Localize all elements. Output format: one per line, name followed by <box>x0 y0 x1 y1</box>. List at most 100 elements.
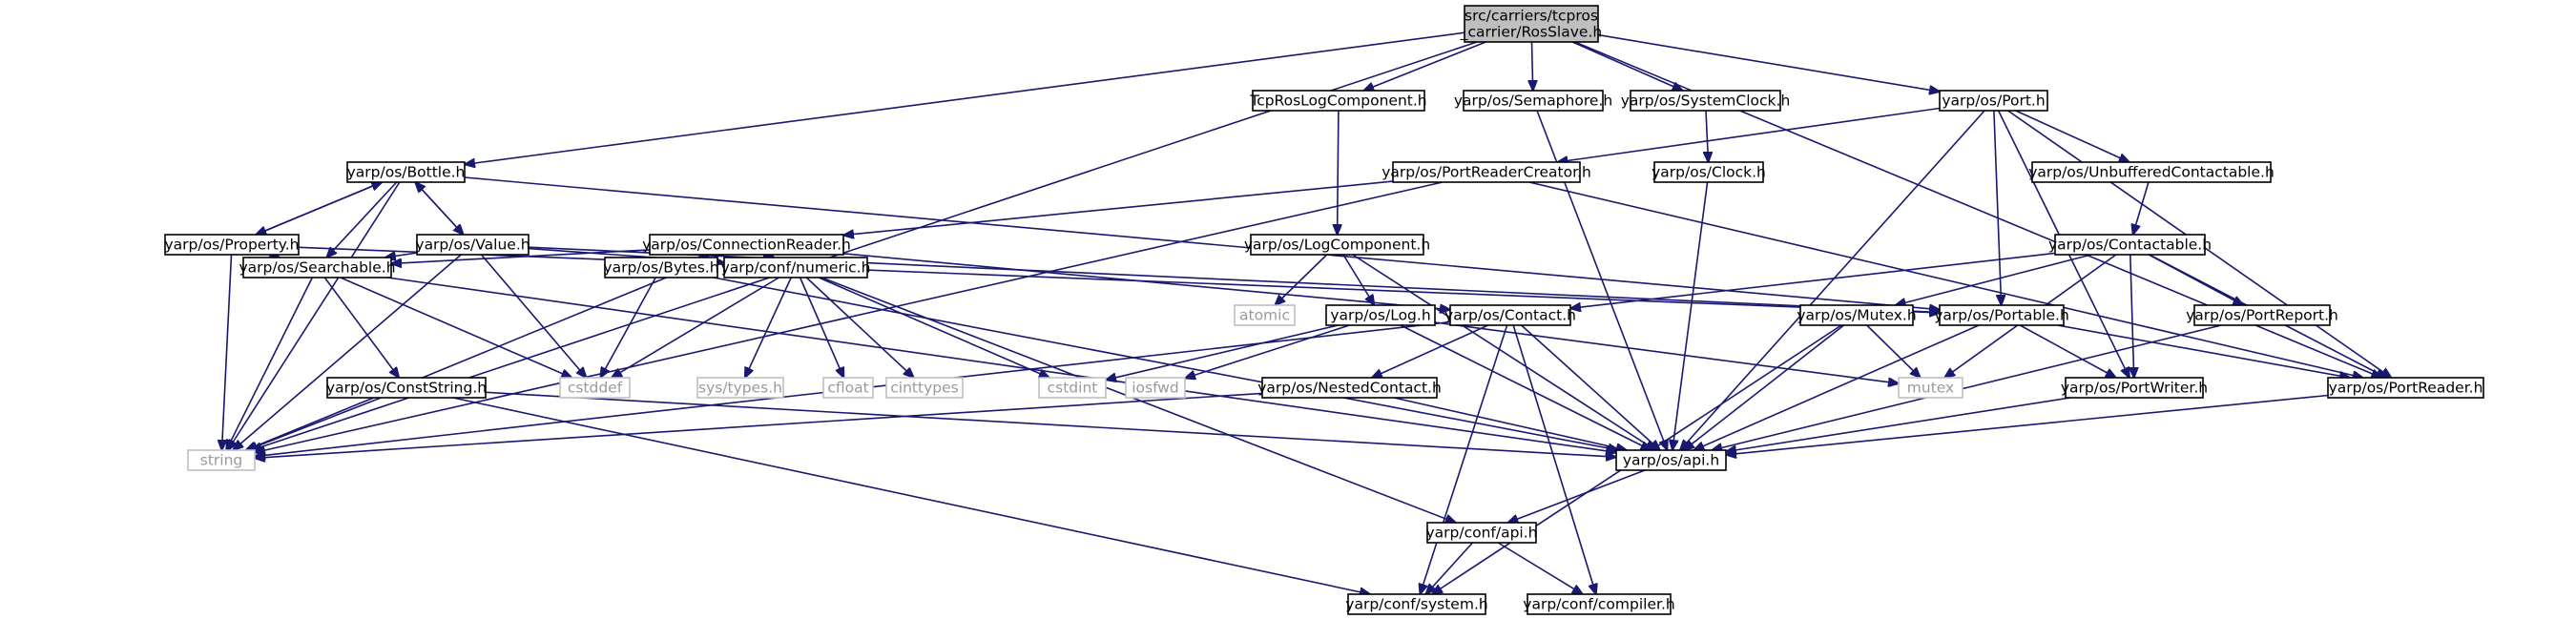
edge-numeric-to-cfloat <box>799 277 844 378</box>
node-box-connreader <box>649 234 844 256</box>
edge-numeric-to-confapi <box>821 277 1456 523</box>
node-osapi[interactable]: yarp/os/api.h <box>1615 449 1727 471</box>
node-semaphore[interactable]: yarp/os/Semaphore.h <box>1454 90 1612 112</box>
edge-contact-to-system <box>1420 324 1508 594</box>
node-property[interactable]: yarp/os/Property.h <box>164 234 300 256</box>
node-label-logcomponent-0: yarp/os/LogComponent.h <box>1244 237 1430 254</box>
node-label-system-0: yarp/conf/system.h <box>1345 596 1487 613</box>
node-sysclock[interactable]: yarp/os/SystemClock.h <box>1621 90 1791 112</box>
node-bytes[interactable]: yarp/os/Bytes.h <box>603 257 719 279</box>
node-label-systypes-0: sys/types.h <box>698 380 782 397</box>
edge-confapi-to-system <box>1426 542 1474 594</box>
edge-portreadercreator-to-portreader <box>1528 181 2363 378</box>
edge-portable-to-portreader <box>2057 324 2351 378</box>
edge-bottle-to-string <box>228 181 401 450</box>
edge-port-to-portable <box>1993 110 2002 305</box>
node-box-property <box>164 234 300 256</box>
node-label-root-0: src/carriers/tcpros <box>1465 8 1598 25</box>
edge-nestedcontact-to-osapi <box>1393 397 1627 450</box>
edge-numeric-to-cstdint <box>818 277 1049 378</box>
node-conststring[interactable]: yarp/os/ConstString.h <box>326 377 487 399</box>
node-contactable[interactable]: yarp/os/Contactable.h <box>2048 234 2212 256</box>
node-searchable[interactable]: yarp/os/Searchable.h <box>239 257 396 279</box>
node-cinttypes: cinttypes <box>885 377 964 399</box>
node-box-systypes <box>696 377 784 399</box>
node-port[interactable]: yarp/os/Port.h <box>1939 90 2048 112</box>
node-label-atomic-0: atomic <box>1239 307 1290 324</box>
node-compiler[interactable]: yarp/conf/compiler.h <box>1523 593 1675 615</box>
edge-contact-to-osapi <box>1521 324 1660 450</box>
node-root[interactable]: src/carriers/tcpros_carrier/RosSlave.h <box>1460 5 1602 43</box>
node-portreader[interactable]: yarp/os/PortReader.h <box>2327 377 2484 399</box>
edge-conststring-to-string <box>247 397 382 450</box>
node-label-property-0: yarp/os/Property.h <box>164 237 299 254</box>
node-label-cstdint-0: cstdint <box>1048 380 1098 397</box>
node-log[interactable]: yarp/os/Log.h <box>1325 304 1436 326</box>
node-confapi[interactable]: yarp/conf/api.h <box>1425 522 1538 544</box>
edge-property-to-bottle <box>255 182 382 236</box>
edge-port-to-unbuffered <box>2015 110 2129 162</box>
node-box-searchable <box>242 257 392 279</box>
node-portreadercreator[interactable]: yarp/os/PortReaderCreator.h <box>1381 161 1591 183</box>
node-box-log <box>1325 304 1436 326</box>
edge-conststring-to-osapi <box>485 391 1616 457</box>
node-label-portreadercreator-0: yarp/os/PortReaderCreator.h <box>1381 164 1591 181</box>
node-box-string <box>187 449 256 471</box>
node-nestedcontact[interactable]: yarp/os/NestedContact.h <box>1257 377 1442 399</box>
node-box-portwriter <box>2065 377 2204 399</box>
edge-bottle-to-searchable <box>326 181 398 258</box>
edge-connreader-to-searchable <box>391 249 651 264</box>
node-label-portreport-0: yarp/os/PortReport.h <box>2186 307 2338 324</box>
node-system[interactable]: yarp/conf/system.h <box>1345 593 1488 615</box>
node-box-clock <box>1653 161 1764 183</box>
edge-log-to-iosfwd <box>1185 324 1350 379</box>
edge-logcomponent-to-log <box>1342 254 1375 305</box>
node-mutex_h[interactable]: yarp/os/Mutex.h <box>1797 304 1917 326</box>
node-cstdint: cstdint <box>1038 377 1107 399</box>
node-label-cstddef-0: cstddef <box>568 380 623 397</box>
edge-value-to-searchable <box>385 253 418 258</box>
node-unbuffered[interactable]: yarp/os/UnbufferedContactable.h <box>2028 161 2275 183</box>
node-tcproslog[interactable]: TcpRosLogComponent.h <box>1249 90 1427 112</box>
edge-portreport-to-osapi <box>1712 324 2222 450</box>
edge-portreader-to-osapi <box>1726 394 2329 455</box>
edge-log-to-mutex <box>1434 321 1899 383</box>
edge-clock-to-osapi <box>1672 181 1709 450</box>
node-portable[interactable]: yarp/os/Portable.h <box>1934 304 2069 326</box>
edge-contact-to-nestedcontact <box>1372 324 1489 378</box>
edge-tcproslog-to-logcomponent <box>1338 110 1339 235</box>
node-clock[interactable]: yarp/os/Clock.h <box>1652 161 1766 183</box>
edge-numeric-to-cinttypes <box>805 277 914 378</box>
edge-numeric-to-systypes <box>745 277 792 378</box>
node-label-sysclock-0: yarp/os/SystemClock.h <box>1621 93 1791 110</box>
edge-root-to-port <box>1597 33 1940 93</box>
node-label-cinttypes-0: cinttypes <box>890 380 958 397</box>
edge-connreader-to-string <box>246 254 723 450</box>
node-numeric[interactable]: yarp/conf/numeric.h <box>721 257 871 279</box>
node-portreport[interactable]: yarp/os/PortReport.h <box>2186 304 2338 326</box>
node-bottle[interactable]: yarp/os/Bottle.h <box>346 161 466 183</box>
edge-connreader-to-contact <box>842 253 1450 310</box>
node-label-port-0: yarp/os/Port.h <box>1942 93 2045 110</box>
edge-mutex_h-to-mutex <box>1866 324 1921 378</box>
edge-osapi-to-confapi <box>1507 469 1646 523</box>
node-cstddef: cstddef <box>559 377 631 399</box>
edge-unbuffered-to-contactable <box>2133 181 2150 235</box>
node-label-root-1: _carrier/RosSlave.h <box>1460 24 1602 42</box>
node-value[interactable]: yarp/os/Value.h <box>415 234 530 256</box>
node-box-numeric <box>723 257 868 279</box>
node-box-portable <box>1939 304 2065 326</box>
edge-logcomponent-to-atomic <box>1275 254 1328 305</box>
node-portwriter[interactable]: yarp/os/PortWriter.h <box>2061 377 2208 399</box>
node-label-portable-0: yarp/os/Portable.h <box>1934 307 2069 324</box>
node-box-unbuffered <box>2031 161 2272 183</box>
node-box-mutex_h <box>1799 304 1914 326</box>
node-connreader[interactable]: yarp/os/ConnectionReader.h <box>642 234 851 256</box>
node-box-nestedcontact <box>1261 377 1438 399</box>
node-label-compiler-0: yarp/conf/compiler.h <box>1523 596 1674 613</box>
node-label-semaphore-0: yarp/os/Semaphore.h <box>1454 93 1612 110</box>
node-box-confapi <box>1426 522 1537 544</box>
node-contact[interactable]: yarp/os/Contact.h <box>1444 304 1576 326</box>
node-logcomponent[interactable]: yarp/os/LogComponent.h <box>1244 234 1430 256</box>
